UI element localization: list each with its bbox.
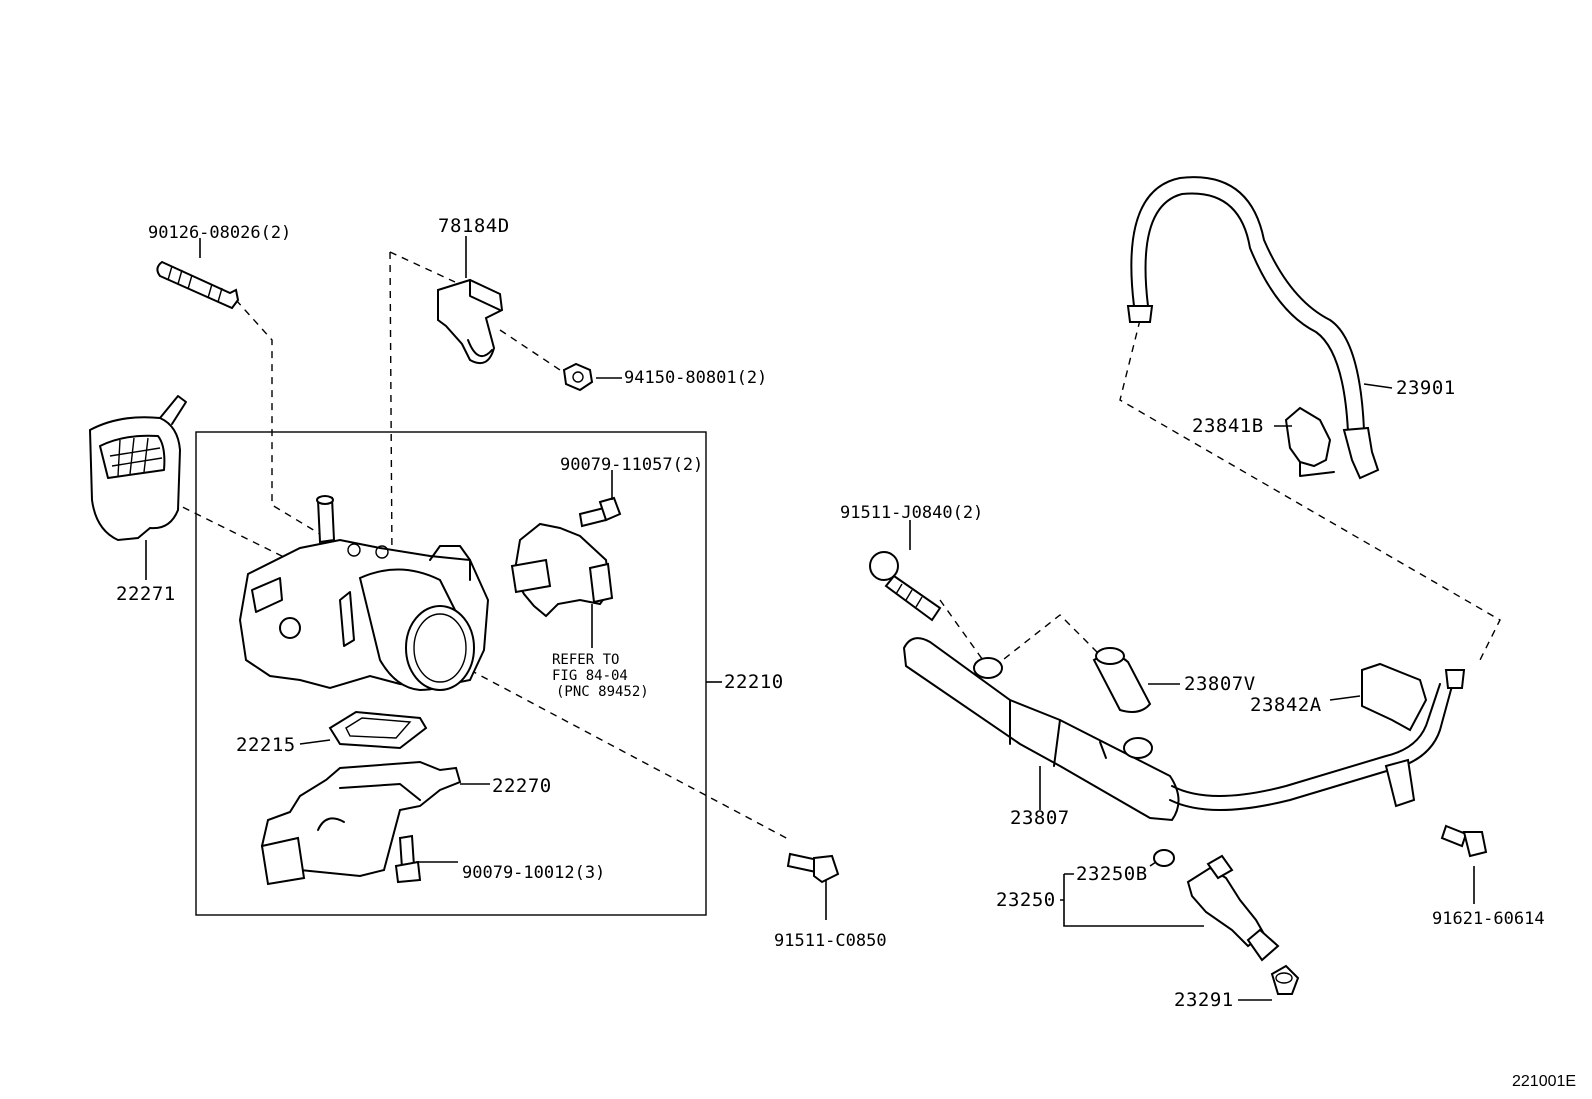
label-23291: 23291 xyxy=(1174,989,1234,1011)
leader-lines xyxy=(145,236,1475,1001)
label-23807: 23807 xyxy=(1010,807,1070,829)
nut-94150 xyxy=(562,362,594,392)
o-ring-23250b xyxy=(1153,849,1175,867)
cap-23807v xyxy=(1092,647,1152,713)
fuel-injector-23250 xyxy=(1186,854,1280,962)
label-94150-80801: 94150-80801(2) xyxy=(624,368,767,388)
label-23807v: 23807V xyxy=(1184,673,1256,695)
label-22270: 22270 xyxy=(492,775,552,797)
gasket-22215 xyxy=(328,710,428,750)
label-22271: 22271 xyxy=(116,583,176,605)
label-91511-c0850: 91511-C0850 xyxy=(774,931,887,951)
idle-air-control-valve-22270 xyxy=(260,760,462,886)
label-22215: 22215 xyxy=(236,734,296,756)
gasket-22271 xyxy=(88,395,187,542)
fuel-delivery-pipe-23807 xyxy=(902,637,1466,822)
label-90079-10012: 90079-10012(3) xyxy=(462,863,605,883)
figure-id: 221001E xyxy=(1512,1073,1576,1090)
throttle-body-22210 xyxy=(238,495,490,692)
label-91511-j0840: 91511-J0840(2) xyxy=(840,503,983,523)
label-23250: 23250 xyxy=(996,889,1056,911)
reference-note-line-3: (PNC 89452) xyxy=(556,684,649,700)
label-23901: 23901 xyxy=(1396,377,1456,399)
label-91621-60614: 91621-60614 xyxy=(1432,909,1545,929)
label-22210: 22210 xyxy=(724,671,784,693)
bolt-91621-60614 xyxy=(1440,824,1488,858)
reference-note-line-1: REFER TO xyxy=(552,652,619,668)
stud-bolt-90126 xyxy=(156,260,240,310)
fuel-hose-23901 xyxy=(1126,176,1380,480)
screw-90079-11057 xyxy=(578,496,622,528)
insulator-23291 xyxy=(1270,964,1300,995)
label-23841b: 23841B xyxy=(1192,415,1264,437)
screw-90079-10012 xyxy=(394,834,422,884)
bolt-91511-c0850 xyxy=(786,852,840,884)
throttle-body-assembly-box xyxy=(195,431,707,916)
bolt-91511-j0840 xyxy=(869,551,942,622)
label-23842a: 23842A xyxy=(1250,694,1322,716)
clamp-23842a xyxy=(1361,662,1428,732)
clip-23841b xyxy=(1284,406,1335,477)
reference-note-line-2: FIG 84-04 xyxy=(552,668,628,684)
label-23250b: 23250B xyxy=(1076,863,1148,885)
label-90126-08026: 90126-08026(2) xyxy=(148,223,291,243)
label-78184d: 78184D xyxy=(438,215,510,237)
label-90079-11057: 90079-11057(2) xyxy=(560,455,703,475)
throttle-position-sensor xyxy=(510,522,614,618)
bracket-78184d xyxy=(437,278,504,364)
reference-note: REFER TO FIG 84-04 (PNC 89452) xyxy=(552,652,649,700)
